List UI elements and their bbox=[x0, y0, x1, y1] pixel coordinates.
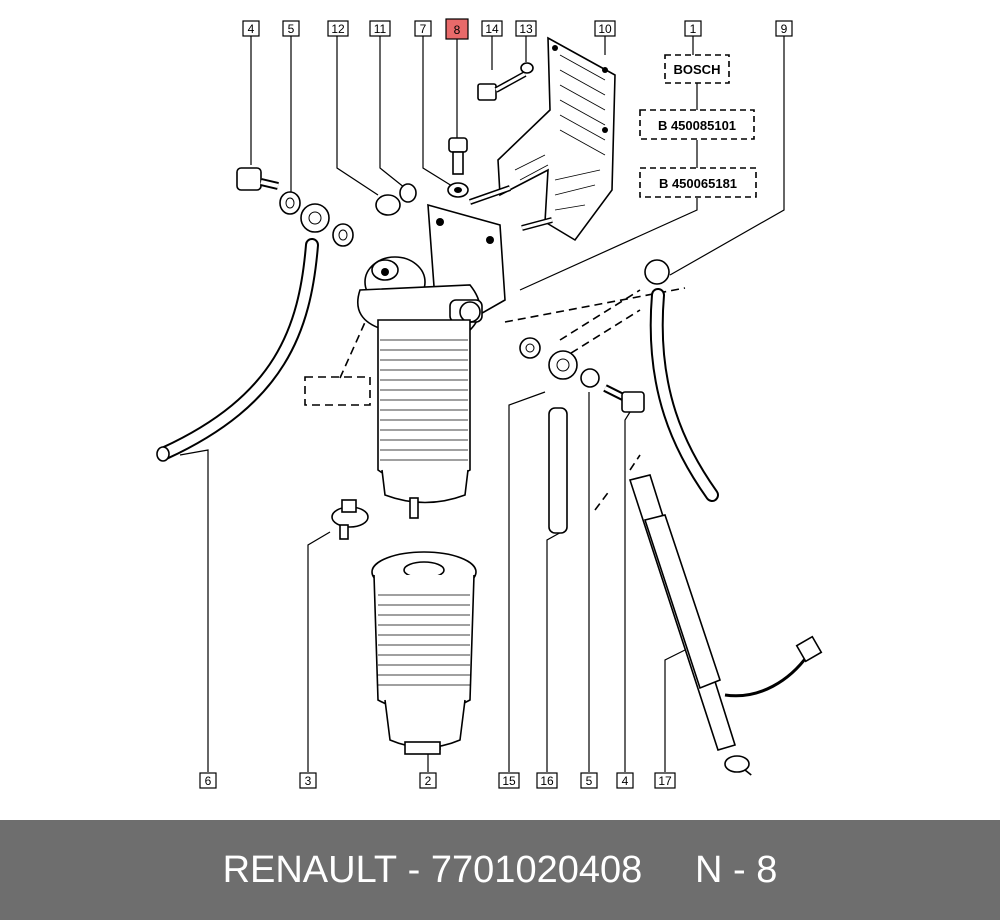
callout-7[interactable]: 7 bbox=[414, 20, 432, 37]
svg-text:B 450065181: B 450065181 bbox=[659, 176, 737, 191]
footer-gap bbox=[642, 849, 695, 892]
washer-5-right bbox=[580, 368, 600, 388]
callout-17[interactable]: 17 bbox=[654, 772, 676, 789]
svg-text:14: 14 bbox=[485, 22, 499, 36]
ref-box-ref1: B 450085101 bbox=[639, 109, 755, 140]
callout-16[interactable]: 16 bbox=[536, 772, 558, 789]
leader-lines bbox=[179, 36, 785, 772]
callout-15[interactable]: 15 bbox=[498, 772, 520, 789]
bolt-8 bbox=[448, 137, 468, 175]
svg-text:8: 8 bbox=[454, 23, 461, 37]
washer-7 bbox=[447, 182, 469, 198]
callout-3[interactable]: 3 bbox=[299, 772, 317, 789]
footer-brand: RENAULT bbox=[222, 848, 398, 891]
callout-12[interactable]: 12 bbox=[327, 20, 349, 37]
svg-text:B 450085101: B 450085101 bbox=[658, 118, 736, 133]
callout-5-top[interactable]: 5 bbox=[282, 20, 300, 37]
assembly-dash-lines bbox=[304, 287, 756, 779]
banjo-bolt-4-right bbox=[603, 384, 645, 413]
svg-text:5: 5 bbox=[288, 22, 295, 36]
ref-box-ref2: B 450065181 bbox=[639, 167, 757, 198]
filter-cartridge-2 bbox=[371, 551, 477, 755]
svg-text:4: 4 bbox=[622, 774, 629, 788]
nut-12 bbox=[375, 194, 401, 216]
footer-part-number: 7701020408 bbox=[430, 848, 643, 891]
return-hose-9 bbox=[644, 259, 719, 502]
filter-bowl-upper bbox=[377, 319, 471, 519]
callout-1[interactable]: 1 bbox=[684, 20, 702, 37]
svg-text:9: 9 bbox=[781, 22, 788, 36]
filter-head bbox=[357, 203, 506, 331]
svg-text:2: 2 bbox=[425, 774, 432, 788]
ref-box-brand: BOSCH bbox=[664, 54, 730, 84]
banjo-fitting-left bbox=[300, 203, 330, 233]
part-footer-bar: RENAULT - 7701020408 N - 8 bbox=[0, 820, 1000, 920]
fuel-filter-exploded-diagram: BOSCH B 450085101 B 450065181 4 5 12 11 … bbox=[156, 18, 823, 789]
svg-text:11: 11 bbox=[374, 22, 387, 36]
drain-plug-3 bbox=[331, 499, 369, 540]
callout-13[interactable]: 13 bbox=[515, 20, 537, 37]
banjo-bolt-4-left bbox=[236, 167, 279, 191]
callout-5-bottom[interactable]: 5 bbox=[580, 772, 598, 789]
callout-4-top[interactable]: 4 bbox=[242, 20, 260, 37]
svg-text:3: 3 bbox=[305, 774, 312, 788]
callout-6[interactable]: 6 bbox=[199, 772, 217, 789]
svg-text:5: 5 bbox=[586, 774, 593, 788]
svg-text:6: 6 bbox=[205, 774, 212, 788]
svg-text:4: 4 bbox=[248, 22, 255, 36]
heater-sensor-17 bbox=[628, 474, 823, 773]
svg-text:17: 17 bbox=[658, 774, 672, 788]
svg-text:13: 13 bbox=[519, 22, 533, 36]
washer-11 bbox=[399, 183, 417, 203]
callout-4-bottom[interactable]: 4 bbox=[616, 772, 634, 789]
washer-13 bbox=[520, 62, 534, 74]
callout-9[interactable]: 9 bbox=[775, 20, 793, 37]
svg-text:10: 10 bbox=[598, 22, 612, 36]
washer-right-1 bbox=[519, 337, 541, 359]
mounting-bracket bbox=[469, 36, 616, 242]
svg-text:1: 1 bbox=[690, 22, 697, 36]
callout-10[interactable]: 10 bbox=[594, 20, 616, 37]
footer-separator: - bbox=[397, 848, 431, 891]
svg-text:7: 7 bbox=[420, 22, 427, 36]
svg-text:BOSCH: BOSCH bbox=[674, 62, 721, 77]
hose-16 bbox=[548, 407, 568, 534]
washer-5-left bbox=[279, 191, 301, 215]
footer-position-label: N - 8 bbox=[695, 848, 778, 891]
svg-text:16: 16 bbox=[540, 774, 554, 788]
svg-text:15: 15 bbox=[502, 774, 516, 788]
banjo-fitting-right bbox=[548, 350, 578, 380]
callout-14[interactable]: 14 bbox=[481, 20, 503, 37]
bolt-14 bbox=[477, 71, 527, 101]
washer-left-2 bbox=[332, 223, 354, 247]
svg-text:12: 12 bbox=[331, 22, 345, 36]
callout-2[interactable]: 2 bbox=[419, 772, 437, 789]
callout-8-highlighted[interactable]: 8 bbox=[445, 18, 469, 40]
callout-11[interactable]: 11 bbox=[369, 20, 391, 37]
fuel-hose-6 bbox=[156, 238, 319, 462]
